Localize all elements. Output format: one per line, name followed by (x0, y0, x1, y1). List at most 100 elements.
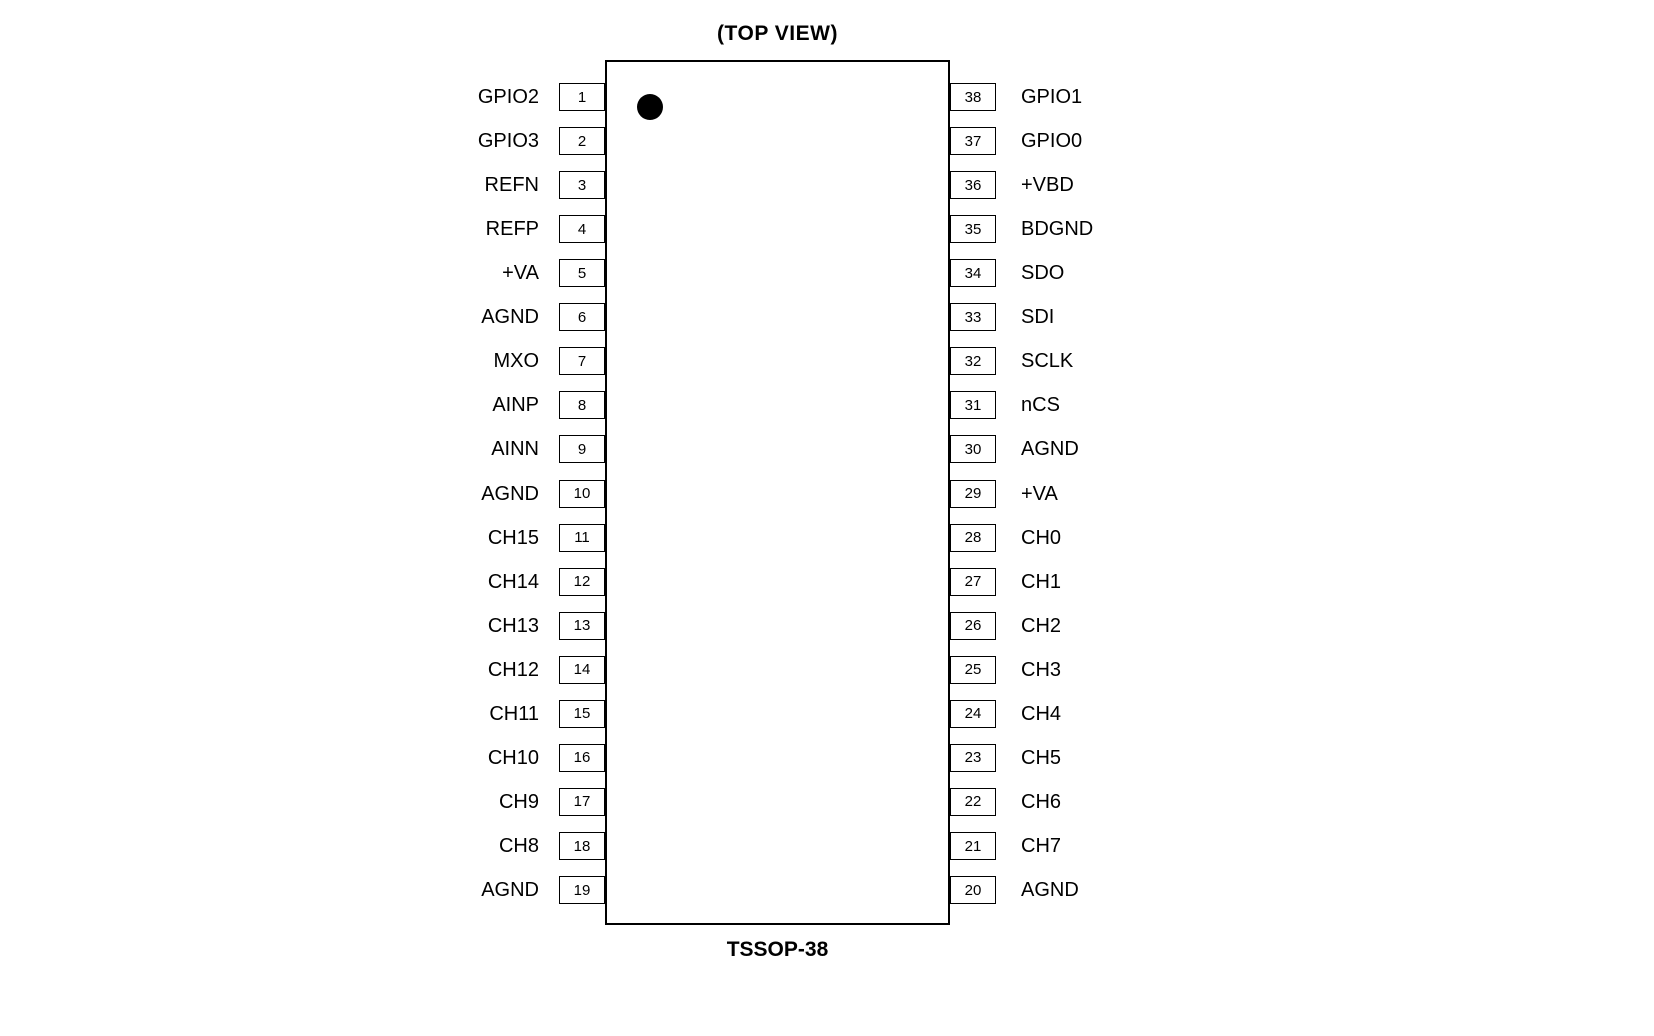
pin-name-label: +VA (502, 262, 539, 285)
pin1-indicator-dot (637, 94, 663, 120)
pin-name-label: CH10 (487, 746, 539, 769)
pin-name-label: CH7 (1021, 835, 1062, 858)
pin-name-label: CH11 (489, 702, 539, 725)
pin-number-box: 2 (559, 127, 605, 156)
pin-number-box: 18 (559, 832, 605, 861)
pin-number-box: 11 (559, 523, 605, 552)
pin-row-22: 22 CH6 (950, 787, 1062, 816)
pin-number-box: 10 (559, 479, 605, 508)
pin-number-box: 6 (559, 303, 605, 332)
pin-number-box: 29 (950, 479, 996, 508)
pin-row-19: AGND 19 (0, 876, 605, 905)
pin-name-label: CH12 (487, 658, 539, 681)
pin-number-box: 15 (559, 699, 605, 728)
pin-number-box: 32 (950, 347, 996, 376)
top-view-label: (TOP VIEW) (717, 22, 838, 45)
package-name-label: TSSOP-38 (726, 938, 829, 961)
pin-row-36: 36 +VBD (950, 171, 1074, 200)
pin-name-label: SCLK (1021, 350, 1074, 373)
pin-name-label: BDGND (1021, 218, 1094, 241)
pin-row-14: CH12 14 (0, 655, 605, 684)
pin-name-label: CH5 (1021, 746, 1062, 769)
pin-name-label: GPIO1 (1021, 86, 1083, 108)
pin-name-label: CH14 (487, 570, 539, 593)
ic-package-body (605, 60, 950, 925)
pin-number-box: 8 (559, 391, 605, 420)
pin-number-box: 27 (950, 567, 996, 596)
pin-row-26: 26 CH2 (950, 611, 1062, 640)
pin-number-box: 19 (559, 876, 605, 905)
pin-name-label: +VBD (1021, 174, 1074, 197)
pin-name-label: CH15 (487, 526, 539, 549)
pin-name-label: CH9 (498, 790, 539, 813)
pin-row-21: 21 CH7 (950, 832, 1062, 861)
pin-number-box: 1 (559, 83, 605, 111)
pin-row-15: CH11 15 (0, 699, 605, 728)
pin-row-2: GPIO3 2 (0, 127, 605, 156)
pin-number-box: 34 (950, 259, 996, 288)
pin-name-label: +VA (1021, 482, 1058, 505)
pin-name-label: CH8 (498, 835, 539, 858)
pin-number-box: 33 (950, 303, 996, 332)
pin-number-box: 13 (559, 611, 605, 640)
pin-number-box: 16 (559, 743, 605, 772)
pin-name-label: REFP (485, 218, 539, 241)
pin-number-box: 12 (559, 567, 605, 596)
pin-number-box: 22 (950, 787, 996, 816)
pin-name-label: GPIO2 (477, 86, 539, 108)
pin-name-label: CH6 (1021, 790, 1062, 813)
pin-row-11: CH15 11 (0, 523, 605, 552)
pin-name-label: CH3 (1021, 658, 1062, 681)
pin-number-box: 3 (559, 171, 605, 200)
pin-name-label: CH0 (1021, 526, 1062, 549)
pin-name-label: SDO (1021, 262, 1065, 285)
pin-number-box: 25 (950, 655, 996, 684)
pin-row-12: CH14 12 (0, 567, 605, 596)
pin-row-30: 30 AGND (950, 435, 1079, 464)
pin-row-29: 29 +VA (950, 479, 1058, 508)
pin-row-16: CH10 16 (0, 743, 605, 772)
pin-number-box: 38 (950, 83, 996, 111)
pin-name-label: AGND (1021, 879, 1079, 902)
pin-number-box: 14 (559, 655, 605, 684)
pin-number-box: 21 (950, 832, 996, 861)
pin-name-label: SDI (1021, 306, 1055, 329)
pin-number-box: 31 (950, 391, 996, 420)
pin-number-box: 7 (559, 347, 605, 376)
pin-number-box: 9 (559, 435, 605, 464)
pin-row-3: REFN 3 (0, 171, 605, 200)
pin-number-box: 24 (950, 699, 996, 728)
pin-name-label: REFN (484, 174, 539, 197)
pin-number-box: 5 (559, 259, 605, 288)
pin-number-box: 30 (950, 435, 996, 464)
pin-row-38: 38 GPIO1 (950, 83, 1082, 111)
pin-name-label: CH1 (1021, 570, 1062, 593)
pin-number-box: 26 (950, 611, 996, 640)
pin-name-label: CH13 (487, 614, 539, 637)
pin-name-label: CH4 (1021, 702, 1062, 725)
pin-name-label: AGND (1021, 438, 1079, 461)
pin-name-label: AGND (481, 879, 539, 902)
pin-name-label: CH2 (1021, 614, 1062, 637)
pin-name-label: GPIO3 (477, 130, 539, 153)
pin-row-27: 27 CH1 (950, 567, 1062, 596)
pin-row-18: CH8 18 (0, 832, 605, 861)
pin-number-box: 37 (950, 127, 996, 156)
pin-row-34: 34 SDO (950, 259, 1065, 288)
pin-number-box: 36 (950, 171, 996, 200)
pin-row-24: 24 CH4 (950, 699, 1062, 728)
